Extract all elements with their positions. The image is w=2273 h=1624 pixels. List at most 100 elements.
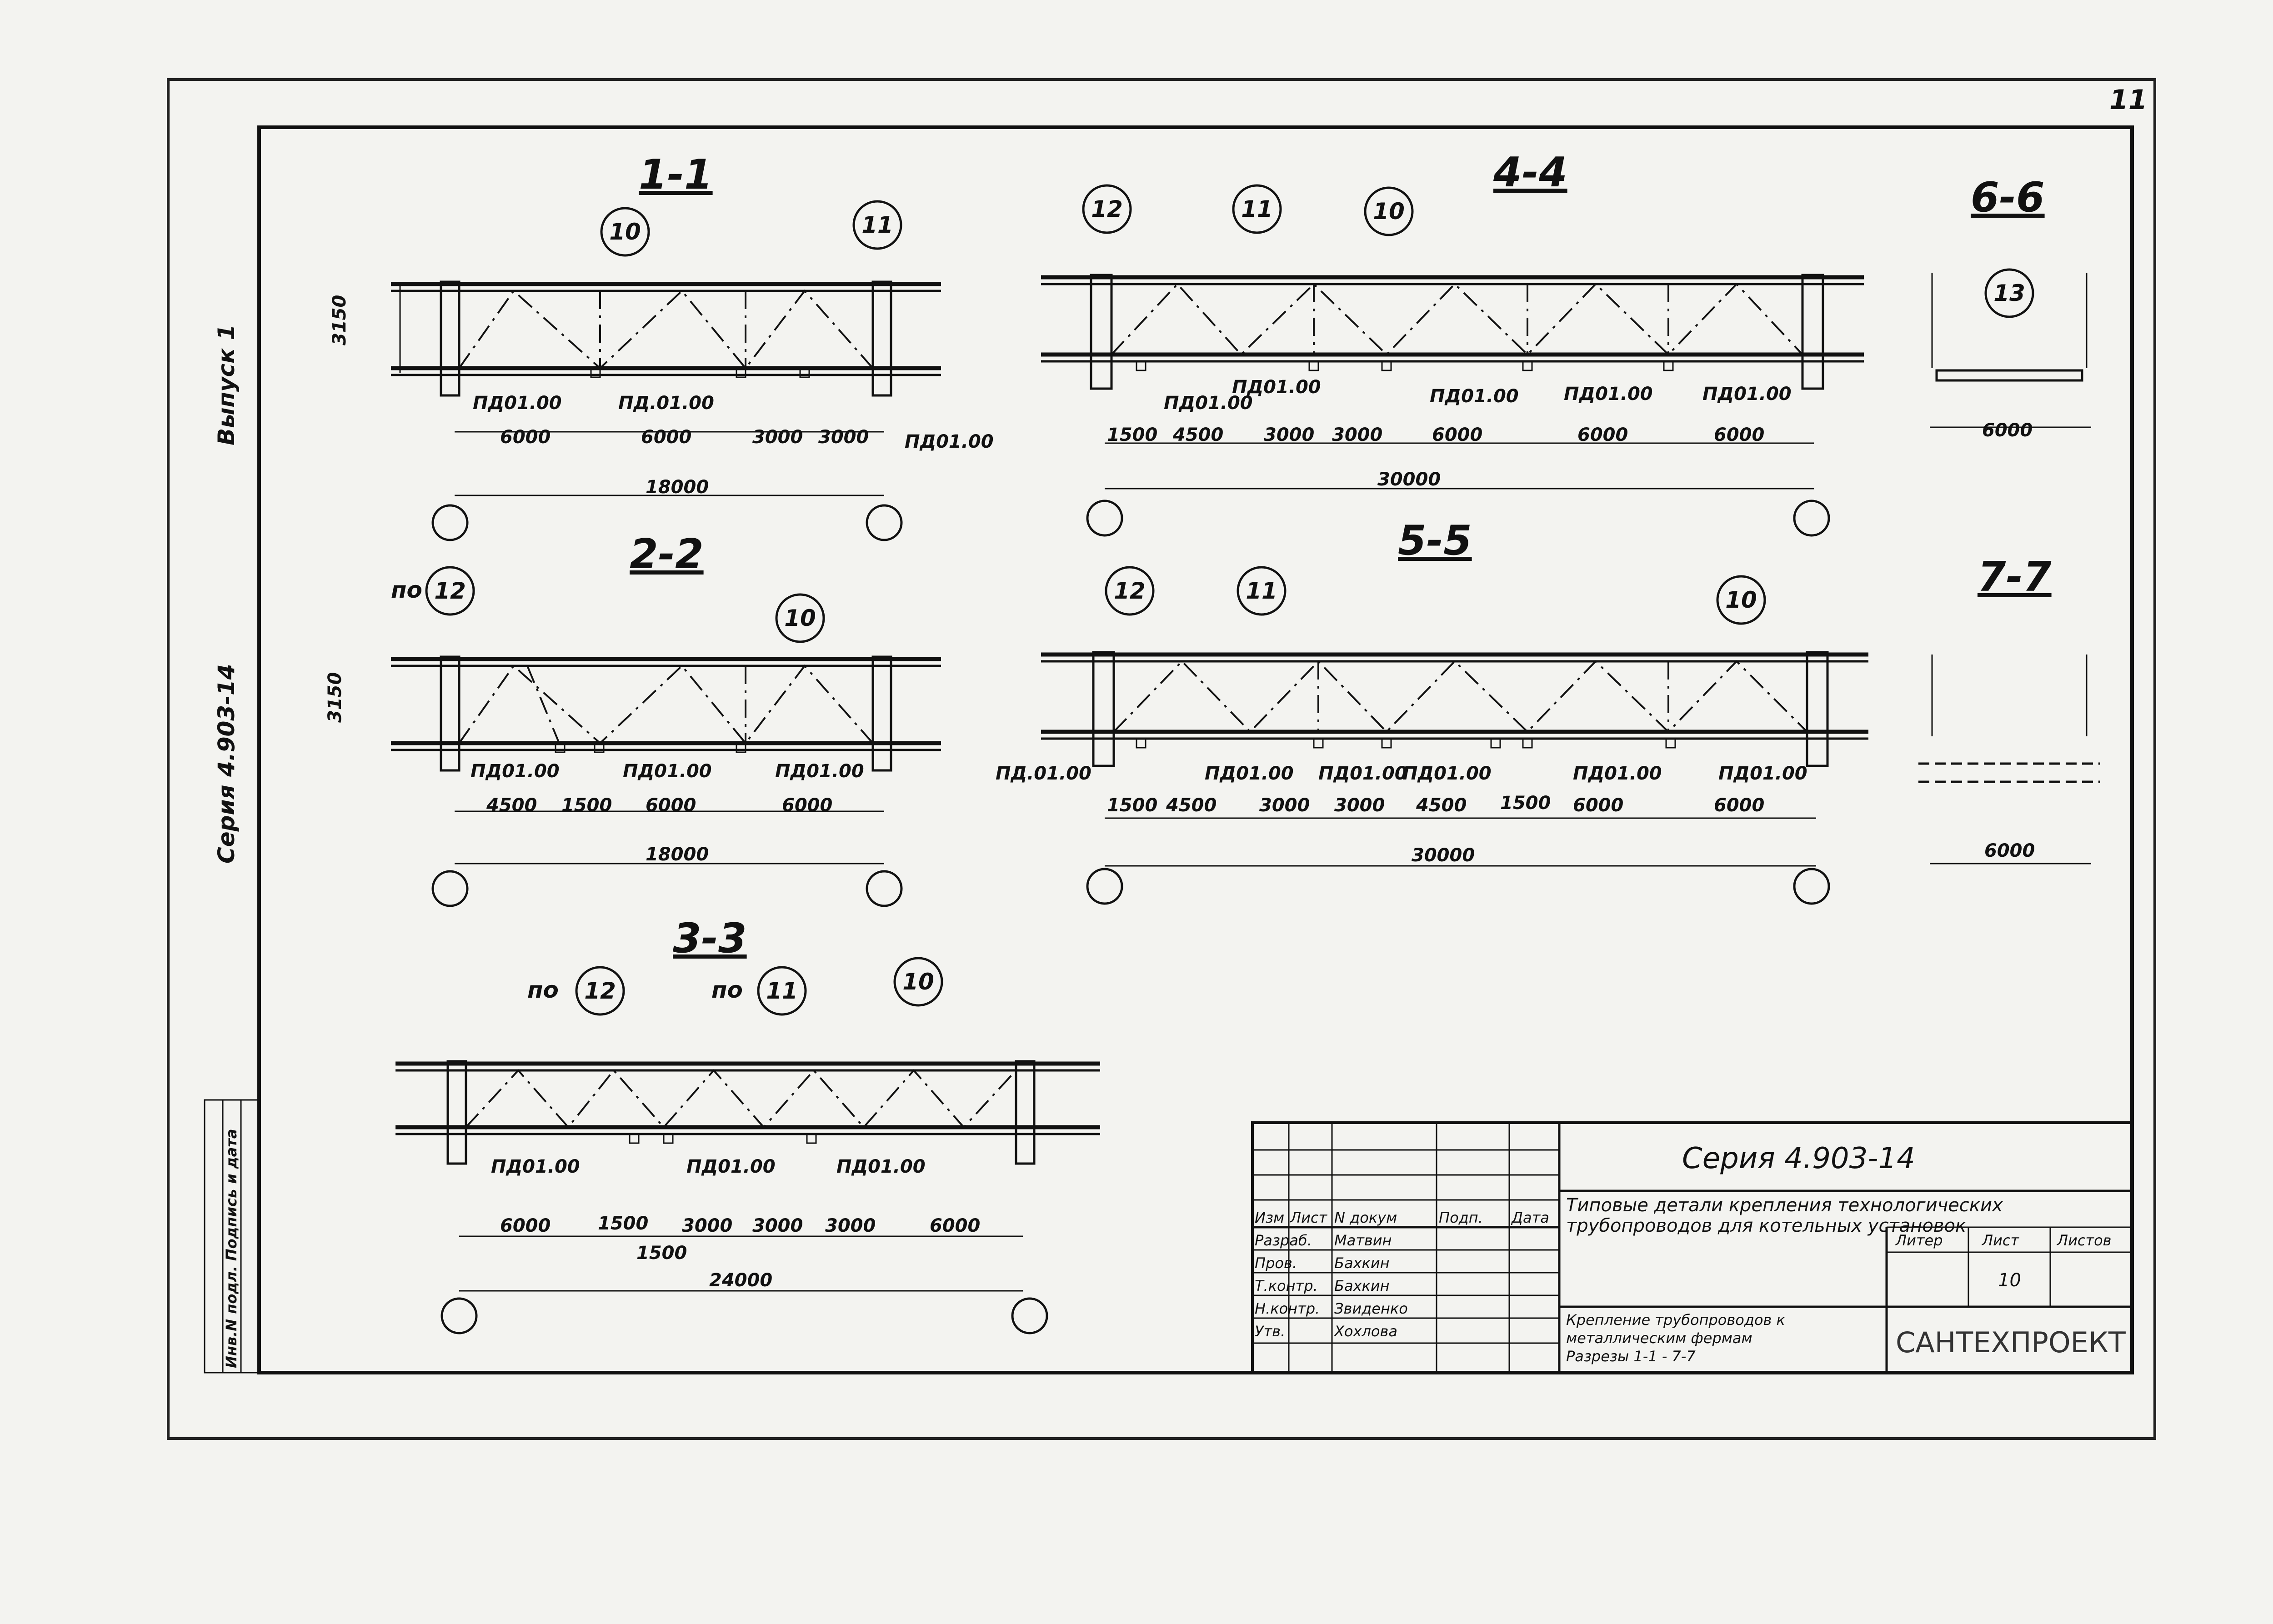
tb-col-listov: Листов: [2057, 1232, 2112, 1249]
tb-name-3: Звиденко: [1334, 1300, 1408, 1317]
stamp-column-label: Инв.N подл. Подпись и дата: [223, 1129, 240, 1368]
tb-role-2: Т.контр.: [1255, 1277, 1318, 1294]
section-4-4-title: 4-4: [1493, 149, 1567, 196]
s33-dim-2: 1500: [598, 1213, 648, 1234]
s44-dim-6: 6000: [1577, 425, 1628, 445]
s44-dim-5: 6000: [1432, 425, 1482, 445]
s44-mark-3: ПД01.00: [1430, 386, 1519, 407]
tb-header-3: Подп.: [1439, 1209, 1483, 1226]
bracket-marks: [555, 360, 1676, 1144]
s22-mark-2: ПД01.00: [623, 761, 712, 782]
s55-total: 30000: [1412, 845, 1475, 866]
s55-mark-1: ПД.01.00: [996, 763, 1091, 784]
tb-col-litera: Литер: [1895, 1232, 1943, 1249]
s55-mark-5: ПД01.00: [1573, 763, 1662, 784]
s55-bubble-12: 12: [1114, 578, 1146, 604]
s44-dim-2: 4500: [1172, 425, 1223, 445]
s44-total: 30000: [1377, 469, 1441, 490]
axis-circles: [431, 500, 1830, 1334]
s44-bubble-12: 12: [1091, 196, 1123, 222]
s11-total: 18000: [646, 477, 709, 498]
tb-col-list: Лист: [1982, 1232, 2019, 1249]
view-6-6: [1930, 273, 2091, 428]
tb-name-4: Хохлова: [1333, 1323, 1397, 1340]
s55-mark-6: ПД01.00: [1718, 763, 1807, 784]
s22-dim-2: 1500: [561, 795, 612, 816]
s33-bubble-11: 11: [766, 978, 798, 1004]
s22-mark-3: ПД01.00: [775, 761, 864, 782]
tb-title-line1: Типовые детали крепления технологических: [1566, 1195, 2003, 1216]
tb-header-1: Лист: [1290, 1209, 1327, 1226]
s33-dim-1: 6000: [500, 1215, 551, 1236]
s44-dim-1: 1500: [1107, 425, 1157, 445]
tb-header-2: N докум: [1334, 1209, 1397, 1226]
s22-total: 18000: [646, 844, 709, 865]
tb-role-0: Разраб.: [1255, 1232, 1312, 1249]
tb-title-line2: трубопроводов для котельных установок: [1566, 1215, 1966, 1236]
s44-dim-3: 3000: [1264, 425, 1314, 445]
s55-mark-3: ПД01.00: [1318, 763, 1407, 784]
s11-dim-3: 3000: [752, 427, 803, 448]
page-number: 11: [2109, 84, 2148, 116]
tb-header-4: Дата: [1511, 1209, 1549, 1226]
s44-bubble-11: 11: [1241, 196, 1273, 222]
issue-label: Выпуск 1: [213, 325, 240, 445]
s33-dim-6: 6000: [930, 1215, 980, 1236]
callout-bubbles: [425, 184, 2034, 1016]
s33-mark-1: ПД01.00: [491, 1156, 580, 1177]
section-1-1-title: 1-1: [639, 151, 713, 199]
s11-mark-2: ПД.01.00: [618, 393, 714, 414]
s44-mark-1: ПД01.00: [1164, 393, 1253, 414]
series-side-label: Серия 4.903-14: [213, 664, 240, 864]
s22-prefix: по: [391, 577, 422, 603]
truss-1-1: [391, 280, 941, 397]
tb-name-1: Бахкин: [1334, 1254, 1390, 1272]
section-7-7-title: 7-7: [1978, 553, 2052, 601]
section-5-5-title: 5-5: [1398, 517, 1472, 565]
tb-role-3: Н.контр.: [1255, 1300, 1320, 1317]
s66-dim: 6000: [1982, 420, 2033, 441]
s22-dim-4: 6000: [782, 795, 832, 816]
tb-sheet-title-3: Разрезы 1-1 - 7-7: [1566, 1348, 1696, 1365]
s55-bubble-10: 10: [1725, 587, 1757, 613]
side-texts: Выпуск 1 Серия 4.903-14: [213, 325, 240, 864]
outer-frame: [167, 78, 2156, 1440]
view-7-7: [1918, 655, 2100, 864]
truss-4-4: [1041, 274, 1864, 390]
s55-mark-2: ПД01.00: [1205, 763, 1294, 784]
tb-name-0: Матвин: [1334, 1232, 1392, 1249]
s22-bubble-10: 10: [784, 605, 816, 631]
s55-dim-3: 3000: [1259, 795, 1310, 816]
s33-mark-2: ПД01.00: [686, 1156, 776, 1177]
section-2-2-title: 2-2: [630, 530, 704, 578]
s66-bubble-13: 13: [1993, 280, 2025, 306]
s11-dim-2: 6000: [641, 427, 691, 448]
s44-mark-4: ПД01.00: [1564, 384, 1653, 405]
s22-dim-1: 4500: [486, 795, 537, 816]
tb-name-2: Бахкин: [1334, 1277, 1390, 1294]
s11-mark-3: ПД01.00: [905, 431, 994, 452]
s44-mark-2: ПД01.00: [1232, 377, 1321, 398]
s44-dim-7: 6000: [1714, 425, 1764, 445]
s44-dim-4: 3000: [1332, 425, 1382, 445]
s55-dim-1: 1500: [1107, 795, 1157, 816]
stamp-column: Инв.N подл. Подпись и дата: [204, 1099, 260, 1374]
s11-bubble-10: 10: [609, 219, 641, 245]
truss-3-3: [396, 1060, 1100, 1165]
inner-frame: [257, 125, 2134, 1374]
s55-dim-6: 1500: [1500, 793, 1551, 814]
truss-5-5: [1041, 651, 1868, 767]
s22-bubble-12: 12: [434, 578, 466, 604]
s33-dim-3: 3000: [682, 1215, 732, 1236]
s33-dim-5: 3000: [825, 1215, 876, 1236]
s33-prefix-2: по: [711, 977, 743, 1003]
s55-mark-4: ПД01.00: [1402, 763, 1492, 784]
truss-2-2: [391, 655, 941, 772]
section-3-3-title: 3-3: [673, 914, 747, 962]
s77-dim: 6000: [1984, 840, 2035, 861]
s11-dim-4: 3000: [818, 427, 869, 448]
s55-dim-8: 6000: [1714, 795, 1764, 816]
tb-role-1: Пров.: [1255, 1254, 1297, 1272]
s11-dim-1: 6000: [500, 427, 551, 448]
